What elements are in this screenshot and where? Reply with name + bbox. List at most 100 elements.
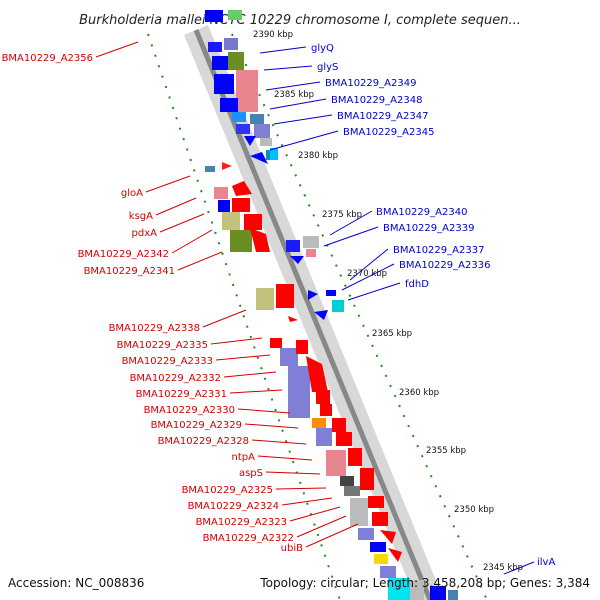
- accession-text: Accession: NC_008836: [8, 576, 144, 590]
- gene-label: BMA10229_A2325: [182, 485, 273, 496]
- gene-label: glyQ: [311, 43, 334, 54]
- tick-label: 2385 kbp: [274, 90, 314, 100]
- gene-block: [370, 542, 386, 552]
- gene-block: [232, 112, 246, 122]
- gene-label: BMA10229_A2323: [196, 517, 287, 528]
- gene-label: BMA10229_A2339: [383, 223, 474, 234]
- gene-label: BMA10229_A2331: [136, 389, 227, 400]
- gene-label: ksgA: [129, 211, 153, 222]
- left-gene-labels: BMA10229_A2356 gloA ksgA pdxA BMA10229_A…: [2, 41, 359, 554]
- gene-block: [350, 498, 368, 526]
- gene-label: BMA10229_A2337: [393, 245, 484, 256]
- gene-block: [326, 450, 346, 476]
- gene-block: [360, 468, 374, 490]
- tick-label: 2365 kbp: [372, 329, 412, 339]
- gene-block: [368, 496, 384, 508]
- gene-label: BMA10229_A2345: [343, 127, 434, 138]
- gene-label: BMA10229_A2328: [158, 436, 249, 447]
- gene-arrow: [232, 181, 252, 196]
- gene-arrow: [314, 310, 328, 320]
- tick-label: 2370 kbp: [347, 269, 387, 279]
- gene-label: ilvA: [537, 557, 555, 568]
- gene-label: BMA10229_A2332: [130, 373, 221, 384]
- gene-label: BMA10229_A2333: [122, 356, 213, 367]
- gene-label: ntpA: [232, 452, 256, 463]
- tick-labels: 2390 kbp 2385 kbp 2380 kbp 2375 kbp 2370…: [253, 30, 523, 573]
- left-guide-line: [147, 33, 341, 600]
- tick-label: 2350 kbp: [454, 505, 494, 515]
- gene-block: [358, 528, 374, 540]
- gene-arrow: [250, 152, 268, 164]
- gene-block: [332, 300, 344, 312]
- gene-block: [224, 38, 238, 50]
- gene-features: [205, 10, 458, 600]
- gene-label: BMA10229_A2349: [325, 78, 416, 89]
- tick-label: 2345 kbp: [483, 563, 523, 573]
- tick-label: 2390 kbp: [253, 30, 293, 40]
- gene-arrow: [222, 162, 232, 170]
- gene-block: [205, 10, 223, 22]
- gene-arrow: [380, 530, 396, 544]
- gene-block: [336, 432, 352, 446]
- gene-label: BMA10229_A2336: [399, 260, 490, 271]
- gene-arrow: [244, 136, 256, 146]
- gene-block: [348, 448, 362, 466]
- gene-block: [316, 428, 332, 446]
- gene-arrow: [250, 228, 270, 252]
- gene-block: [288, 366, 310, 418]
- gene-block: [276, 284, 294, 308]
- gene-block: [260, 138, 272, 146]
- gene-block: [332, 418, 346, 432]
- gene-label: pdxA: [132, 228, 158, 239]
- gene-label: BMA10229_A2342: [78, 249, 169, 260]
- gene-block: [250, 114, 264, 124]
- gene-block: [326, 290, 336, 296]
- gene-block: [236, 124, 250, 134]
- tick-label: 2360 kbp: [399, 388, 439, 398]
- gene-label: BMA10229_A2330: [144, 405, 235, 416]
- gene-block: [374, 554, 388, 564]
- gene-block: [254, 124, 270, 138]
- gene-label: BMA10229_A2340: [376, 207, 467, 218]
- gene-block: [388, 578, 410, 600]
- gene-label: ubiB: [281, 543, 303, 554]
- gene-block: [344, 486, 360, 496]
- gene-block: [448, 590, 458, 600]
- gene-block: [218, 200, 230, 212]
- gene-label: BMA10229_A2347: [337, 111, 428, 122]
- gene-arrow: [288, 316, 298, 322]
- gene-label: gloA: [121, 188, 143, 199]
- gene-label: BMA10229_A2322: [203, 533, 294, 544]
- gene-block: [228, 52, 244, 70]
- map-title: Burkholderia mallei NCTC 10229 chromosom…: [79, 13, 521, 28]
- gene-label: glyS: [317, 62, 338, 73]
- gene-block: [312, 418, 326, 428]
- gene-arrow: [388, 548, 402, 562]
- right-gene-labels: glyQ glyS BMA10229_A2349 BMA10229_A2348 …: [259, 43, 555, 575]
- gene-block: [280, 348, 298, 366]
- gene-block: [372, 512, 388, 526]
- gene-label: BMA10229_A2324: [188, 501, 279, 512]
- gene-arrow: [306, 356, 328, 392]
- gene-block: [410, 580, 424, 600]
- gene-block: [316, 390, 330, 404]
- gene-label: BMA10229_A2348: [331, 95, 422, 106]
- gene-block: [214, 74, 234, 94]
- gene-label: BMA10229_A2338: [109, 323, 200, 334]
- backbone-line: [193, 29, 433, 600]
- gene-block: [220, 98, 238, 112]
- gene-block: [320, 404, 332, 416]
- gene-label: aspS: [239, 468, 263, 479]
- gene-arrow: [308, 290, 318, 300]
- gene-label: fdhD: [405, 279, 429, 290]
- gene-block: [244, 214, 262, 230]
- gene-block: [303, 236, 319, 248]
- gene-block: [270, 148, 278, 160]
- gene-block: [340, 476, 354, 486]
- gene-block: [232, 198, 250, 212]
- gene-label: BMA10229_A2329: [151, 420, 242, 431]
- gene-block: [228, 10, 242, 20]
- gene-block: [205, 166, 215, 172]
- gene-label: BMA10229_A2335: [117, 340, 208, 351]
